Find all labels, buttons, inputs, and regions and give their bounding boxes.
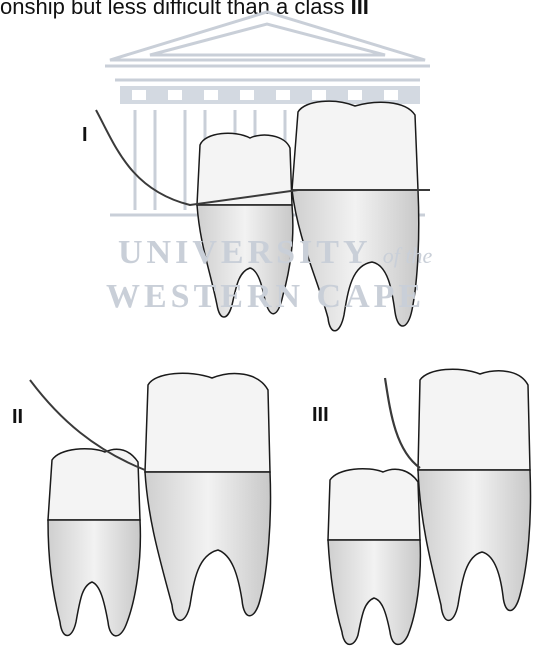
- panel-class-iii: [328, 369, 531, 644]
- panel-ii-crown-left: [48, 449, 140, 520]
- watermark-line1: UNIVERSITY of the: [118, 234, 432, 272]
- panel-iii-root-right: [418, 470, 531, 620]
- panel-label-iii: III: [312, 404, 329, 427]
- panel-i-crown-left: [197, 133, 292, 205]
- panel-iii-crown-left: [328, 469, 420, 540]
- panel-iii-crown-right: [418, 369, 530, 470]
- panel-ii-crown-right: [145, 373, 270, 472]
- panel-class-ii: [30, 373, 271, 636]
- watermark-line2: WESTERN CAPE: [106, 278, 425, 316]
- panel-ii-root-right: [145, 472, 271, 620]
- panel-ii-root-left: [48, 520, 140, 636]
- panel-label-ii: II: [12, 406, 23, 429]
- panel-iii-root-left: [328, 540, 420, 644]
- watermark-line1-suffix: of the: [383, 243, 433, 268]
- panel-i-crown-right: [292, 101, 418, 190]
- panel-label-i: I: [82, 124, 88, 147]
- panel-iii-bone-line: [385, 378, 420, 468]
